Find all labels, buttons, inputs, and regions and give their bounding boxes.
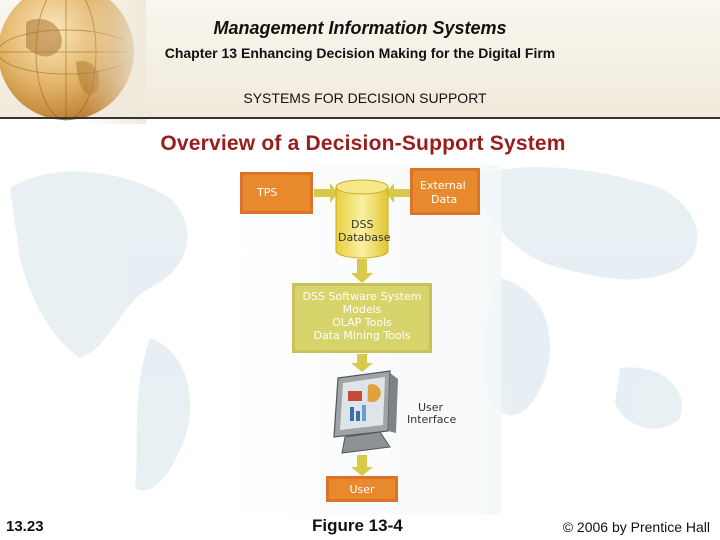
copyright-notice: © 2006 by Prentice Hall — [562, 519, 710, 535]
external-data-box: External Data — [410, 168, 480, 215]
tps-box: TPS — [240, 172, 313, 214]
tps-label: TPS — [256, 186, 277, 199]
arrow-software-to-ui — [351, 354, 373, 372]
external-data-label-line2: Data — [431, 193, 457, 206]
globe-icon — [0, 0, 146, 124]
user-interface-label-line1: User — [418, 401, 444, 414]
software-label-line1: DSS Software System — [303, 290, 422, 303]
user-label: User — [349, 483, 375, 496]
header-divider — [0, 117, 720, 119]
user-interface-label-line2: Interface — [407, 413, 456, 426]
software-label-line4: Data Mining Tools — [314, 329, 411, 342]
dss-database-label-line1: DSS — [351, 218, 373, 231]
arrow-db-to-software — [351, 259, 373, 283]
arrow-external-to-db — [386, 183, 410, 203]
figure-label: Figure 13-4 — [312, 516, 403, 535]
slide-header: Management Information Systems Chapter 1… — [0, 0, 720, 124]
external-data-label-line1: External — [420, 179, 466, 192]
user-box: User — [326, 476, 398, 502]
dss-diagram: TPS External Data DSS Database DSS Softw… — [230, 165, 502, 515]
arrow-tps-to-db — [314, 183, 338, 203]
dss-database-label-line2: Database — [338, 231, 391, 244]
slide-number: 13.23 — [6, 518, 44, 535]
monitor-icon — [333, 370, 398, 454]
chapter-title: Chapter 13 Enhancing Decision Making for… — [164, 45, 556, 61]
slide-title: Overview of a Decision-Support System — [160, 132, 566, 155]
software-label-line2: Models — [343, 303, 382, 316]
section-title: SYSTEMS FOR DECISION SUPPORT — [243, 90, 487, 106]
software-label-line3: OLAP Tools — [332, 316, 392, 329]
dss-database-cylinder: DSS Database — [335, 179, 391, 259]
arrow-ui-to-user — [351, 455, 373, 476]
book-title: Management Information Systems — [213, 18, 507, 38]
dss-software-system-box: DSS Software System Models OLAP Tools Da… — [292, 283, 432, 353]
